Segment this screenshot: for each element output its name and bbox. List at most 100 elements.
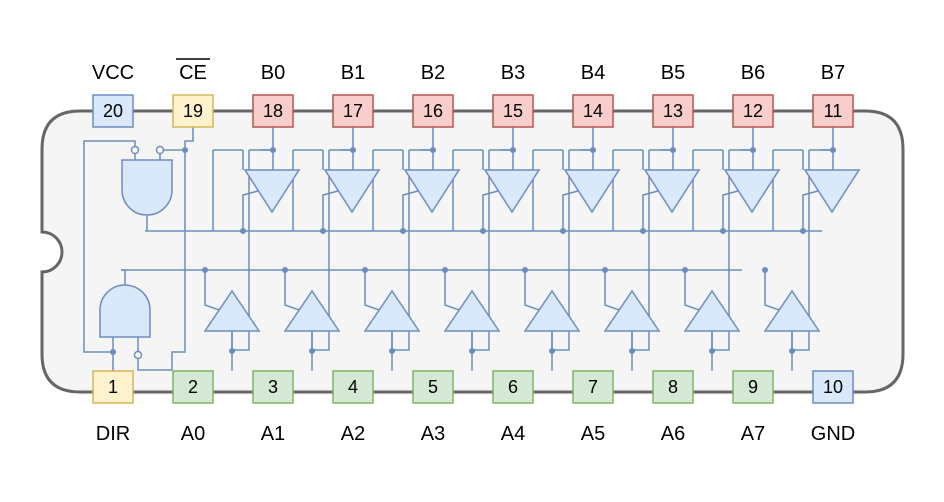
pin-box [252, 94, 294, 128]
pin-label: B6 [741, 62, 765, 84]
lower-output-wire [392, 150, 410, 351]
upper-enable-wire [242, 190, 259, 231]
pin-number: 12 [743, 101, 763, 121]
ce-to-lower-gate [137, 150, 186, 371]
pin-box [92, 370, 134, 404]
pin-box [652, 94, 694, 128]
bottom-pin-2: 2A0 [172, 370, 214, 445]
lower-enable-wire [444, 270, 460, 311]
buffer-b-to-a-4 [563, 169, 621, 214]
bottom-pin-9: 9A7 [732, 370, 774, 445]
upper-enable-wire [322, 190, 339, 231]
lower-output-wire [472, 150, 490, 351]
pin-label: DIR [96, 423, 130, 445]
pin-box [492, 94, 534, 128]
pin-number: 5 [428, 377, 438, 397]
lower-output-wire [552, 150, 570, 351]
pin-number: 11 [824, 101, 843, 121]
pin-box [172, 370, 214, 404]
pin-number: 15 [503, 101, 523, 121]
pin-box [812, 94, 854, 128]
pin-number: 18 [263, 101, 283, 121]
pin-box [572, 370, 614, 404]
pin-label: A7 [741, 423, 765, 445]
top-pin-17: 17 B1 [332, 62, 374, 128]
pin-label: A3 [421, 423, 445, 445]
buffer-a-to-b-5 [603, 289, 661, 332]
upper-enable-wire [402, 190, 419, 231]
bottom-pin-6: 6A4 [492, 370, 534, 445]
upper-enable-wire [562, 190, 579, 231]
pin-box [732, 370, 774, 404]
pin-label: A1 [261, 423, 285, 445]
lower-enable-wire [764, 270, 780, 311]
pin-label: GND [811, 423, 855, 445]
buffer-b-to-a-7 [803, 169, 861, 214]
lower-enable-wire [684, 270, 700, 311]
pin-number: 4 [348, 377, 358, 397]
pin-label: A4 [501, 423, 525, 445]
buffer-a-to-b-1 [283, 289, 341, 332]
bottom-pin-5: 5A3 [412, 370, 454, 445]
pin-number: 6 [508, 377, 518, 397]
bottom-pin-3: 3A1 [252, 370, 294, 445]
lower-gate-output [121, 269, 126, 285]
upper-enable-wire [802, 190, 819, 231]
buffer-b-to-a-6 [723, 169, 781, 214]
pin-box [172, 94, 214, 128]
pin-box [812, 370, 854, 404]
buffer-a-to-b-3 [443, 289, 501, 332]
pin-number: 14 [583, 101, 603, 121]
lower-enable-wire [604, 270, 620, 311]
pin-box [572, 94, 614, 128]
top-pin-12: 12 B6 [732, 62, 774, 128]
lower-output-wire [312, 150, 330, 351]
pin-number: 10 [823, 377, 843, 397]
upper-enable-wire [722, 190, 739, 231]
inverter-bubble [133, 350, 143, 360]
lower-output-wire [792, 150, 810, 351]
buffer-b-to-a-2 [403, 169, 461, 214]
pin-number: 19 [183, 101, 203, 121]
lower-enable-wire [524, 270, 540, 311]
pin-label: A5 [581, 423, 605, 445]
pin-number: 1 [108, 377, 118, 397]
pin-label: VCC [92, 62, 134, 84]
pin-number: 17 [343, 101, 363, 121]
pin-label: B3 [501, 62, 525, 84]
pin-label: B0 [261, 62, 285, 84]
pin-label: B1 [341, 62, 365, 84]
gates [99, 159, 861, 338]
buffer-a-to-b-2 [363, 289, 421, 332]
pin-label: A6 [661, 423, 685, 445]
internal-wiring [83, 127, 836, 371]
buffer-a-to-b-4 [523, 289, 581, 332]
bottom-pin-7: 7A5 [572, 370, 614, 445]
lower-output-wire [712, 150, 730, 351]
pin-box [332, 94, 374, 128]
pin-number: 2 [188, 377, 198, 397]
buffer-b-to-a-5 [643, 169, 701, 214]
buffer-b-to-a-0 [243, 169, 301, 214]
pin-box [252, 370, 294, 404]
lower-enable-wire [284, 270, 300, 311]
pin-label: B2 [421, 62, 445, 84]
b-enable-and-gate [121, 159, 173, 216]
pin-number: 3 [268, 377, 278, 397]
pin-number: 8 [668, 377, 678, 397]
buffer-a-to-b-0 [203, 289, 261, 332]
buffer-b-to-a-3 [483, 169, 541, 214]
pin-label: A0 [181, 423, 205, 445]
bottom-pin-4: 4A2 [332, 370, 374, 445]
buffer-a-to-b-6 [683, 289, 741, 332]
buffer-a-to-b-7 [763, 289, 821, 332]
